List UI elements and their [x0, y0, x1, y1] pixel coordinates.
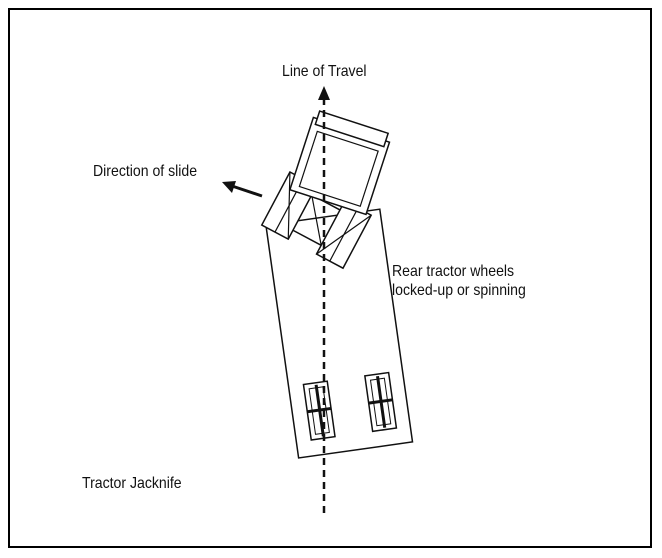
- rear-wheels-label-line-2: locked-up or spinning: [392, 282, 526, 300]
- direction-of-slide-label: Direction of slide: [93, 163, 198, 180]
- rear-wheels-label-line-1: Rear tractor wheels: [392, 263, 515, 280]
- tractor-cab: [288, 110, 391, 216]
- rear-tractor-wheels-label: Rear tractor wheels locked-up or spinnin…: [392, 262, 526, 300]
- direction-of-slide-arrow: [222, 181, 263, 198]
- trailer-wheels-right: [364, 371, 398, 433]
- line-of-travel: [318, 86, 330, 515]
- line-of-travel-label: Line of Travel: [282, 63, 367, 80]
- tractor-jacknife-label: Tractor Jacknife: [82, 475, 182, 492]
- line-of-travel-arrowhead: [318, 86, 330, 100]
